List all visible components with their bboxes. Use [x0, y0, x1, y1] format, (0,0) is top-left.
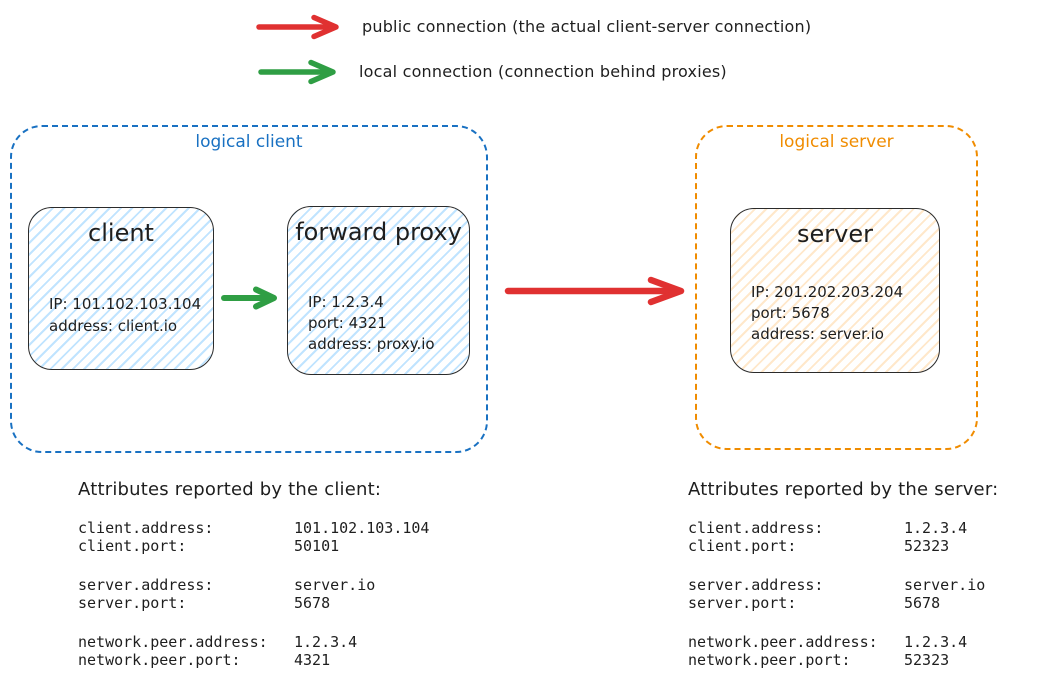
client-node-details: IP: 101.102.103.104 address: client.io: [29, 293, 213, 337]
server-node-title: server: [797, 220, 873, 248]
forward-proxy-node-line: address: proxy.io: [308, 335, 435, 353]
server-node-details: IP: 201.202.203.204 port: 5678 address: …: [731, 282, 939, 345]
attribute-value: 5678: [294, 594, 331, 612]
attribute-value: server.io: [904, 576, 986, 594]
server-attributes-heading: Attributes reported by the server:: [688, 479, 999, 500]
client-attributes-table: Attributes reported by the client: clien…: [78, 478, 488, 669]
client-server-arrow-icon: [504, 276, 685, 306]
attribute-key: client.port:: [78, 537, 187, 555]
attribute-row: server.address: server.io: [78, 576, 488, 594]
forward-proxy-node-details: IP: 1.2.3.4 port: 4321 address: proxy.io: [288, 292, 469, 355]
attribute-key: server.address:: [688, 576, 824, 594]
server-node: server IP: 201.202.203.204 port: 5678 ad…: [730, 208, 940, 373]
forward-proxy-node: forward proxy IP: 1.2.3.4 port: 4321 add…: [287, 206, 470, 375]
attribute-row: network.peer.address: 1.2.3.4: [78, 633, 488, 651]
server-node-line: port: 5678: [751, 304, 830, 322]
server-attributes-table: Attributes reported by the server: clien…: [688, 478, 1038, 669]
attribute-row: server.address: server.io: [688, 576, 1038, 594]
attribute-key: network.peer.address:: [78, 633, 268, 651]
attribute-row: client.address: 1.2.3.4: [688, 519, 1038, 537]
client-node-line: IP: 101.102.103.104: [49, 295, 202, 313]
attribute-value: 1.2.3.4: [294, 633, 358, 651]
attribute-row: server.port: 5678: [688, 594, 1038, 612]
attribute-row: client.port: 50101: [78, 537, 488, 555]
server-node-line: address: server.io: [751, 325, 884, 343]
attribute-key: server.port:: [688, 594, 797, 612]
attribute-value: 4321: [294, 651, 331, 669]
attribute-key: network.peer.port:: [78, 651, 241, 669]
client-node: client IP: 101.102.103.104 address: clie…: [28, 207, 214, 370]
logical-server-label: logical server: [779, 132, 894, 152]
attribute-value: 101.102.103.104: [294, 519, 430, 537]
attribute-key: client.port:: [688, 537, 797, 555]
attribute-key: server.address:: [78, 576, 214, 594]
attribute-value: 5678: [904, 594, 941, 612]
forward-proxy-node-line: port: 4321: [308, 314, 387, 332]
attribute-row: client.port: 52323: [688, 537, 1038, 555]
attribute-key: server.port:: [78, 594, 187, 612]
attribute-value: 1.2.3.4: [904, 633, 968, 651]
client-attributes-heading: Attributes reported by the client:: [78, 479, 382, 500]
attribute-row: network.peer.port: 4321: [78, 651, 488, 669]
attribute-value: 1.2.3.4: [904, 519, 968, 537]
legend-public-label: public connection (the actual client-ser…: [362, 17, 812, 36]
client-node-title: client: [88, 219, 154, 247]
attribute-key: client.address:: [78, 519, 214, 537]
attribute-key: client.address:: [688, 519, 824, 537]
attribute-key: network.peer.address:: [688, 633, 878, 651]
attribute-row: server.port: 5678: [78, 594, 488, 612]
logical-client-label: logical client: [195, 132, 303, 152]
server-node-line: IP: 201.202.203.204: [751, 283, 904, 301]
attribute-value: 52323: [904, 651, 950, 669]
client-node-line: address: client.io: [49, 317, 178, 335]
attribute-value: 52323: [904, 537, 950, 555]
attribute-row: network.peer.address: 1.2.3.4: [688, 633, 1038, 651]
logical-server-group: logical server: [695, 125, 978, 450]
forward-proxy-node-title: forward proxy: [295, 218, 462, 246]
forward-proxy-node-line: IP: 1.2.3.4: [308, 293, 384, 311]
attribute-row: network.peer.port: 52323: [688, 651, 1038, 669]
logical-client-group: logical client: [10, 125, 488, 453]
local-connection-arrow-icon: [258, 59, 336, 85]
client-proxy-arrow-icon: [221, 286, 277, 310]
attribute-value: server.io: [294, 576, 376, 594]
public-connection-arrow-icon: [256, 14, 339, 40]
attribute-value: 50101: [294, 537, 340, 555]
attribute-key: network.peer.port:: [688, 651, 851, 669]
legend-local-label: local connection (connection behind prox…: [359, 62, 727, 81]
attribute-row: client.address: 101.102.103.104: [78, 519, 488, 537]
